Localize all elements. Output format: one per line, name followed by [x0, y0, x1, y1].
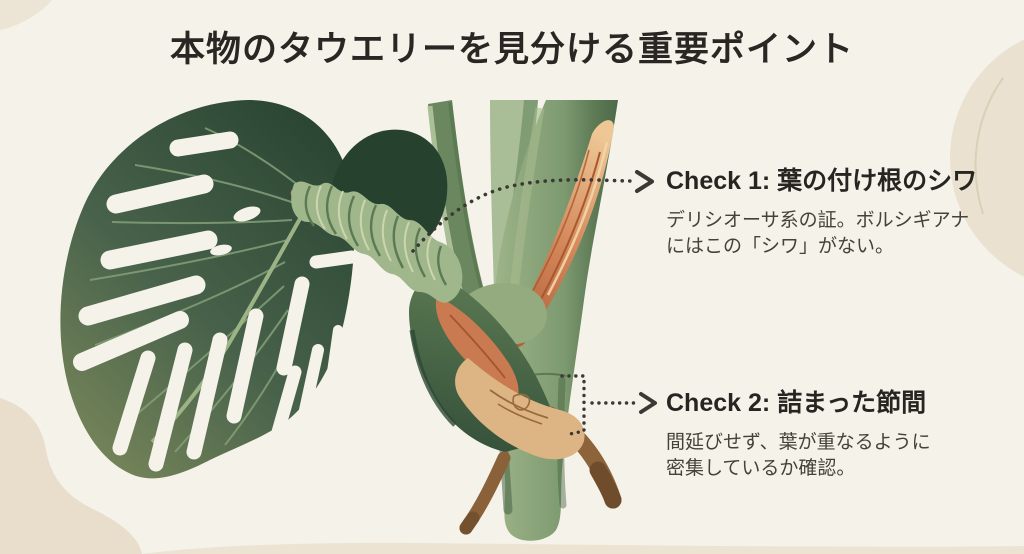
leaf-slits [73, 131, 359, 472]
blob-bottom-left [0, 398, 142, 554]
check-2-heading: Check 2: 詰まった節間 [666, 389, 927, 417]
wrinkle-band [291, 181, 463, 303]
connector-check2-bracket [560, 374, 586, 436]
connector-check1-dots [411, 177, 632, 253]
arrowhead-icon [635, 170, 654, 193]
check-1-callout: Check 1: 葉の付け根のシワ デリシオーサ系の証。ボルシギアナ にはこの「… [666, 161, 1018, 260]
monstera-leaf [60, 100, 359, 479]
check-1-heading: Check 1: 葉の付け根のシワ [666, 167, 978, 195]
blob-top-left [0, 0, 52, 30]
sheath-lower [435, 296, 585, 460]
blob-top-right-line [974, 77, 1004, 215]
arrowhead-icon [639, 392, 657, 414]
connector-check1 [411, 170, 654, 253]
leaf-midrib [150, 191, 317, 444]
left-petiole [428, 100, 484, 306]
sheath-tan [455, 358, 585, 460]
check-1-body-line-1: デリシオーサ系の証。ボルシギアナ [666, 210, 970, 231]
connector-check2 [560, 374, 657, 436]
blob-bottom-strip [142, 542, 1024, 554]
check-2-callout: Check 2: 詰まった節間 間延びせず、葉が重なるように 密集しているか確認… [666, 383, 1018, 482]
geniculum-wrinkle [290, 181, 463, 303]
check-2-body-line-2: 密集しているか確認。 [666, 458, 856, 479]
leaf-hole [233, 206, 261, 222]
blob-top-right [950, 39, 1024, 277]
leaf-hole [210, 244, 232, 256]
check-2-body-line-1: 間延びせず、葉が重なるように [666, 432, 931, 453]
page-title: 本物のタウエリーを見分ける重要ポイント [169, 30, 854, 69]
check-1-body-line-2: にはこの「シワ」がない。 [666, 236, 895, 257]
